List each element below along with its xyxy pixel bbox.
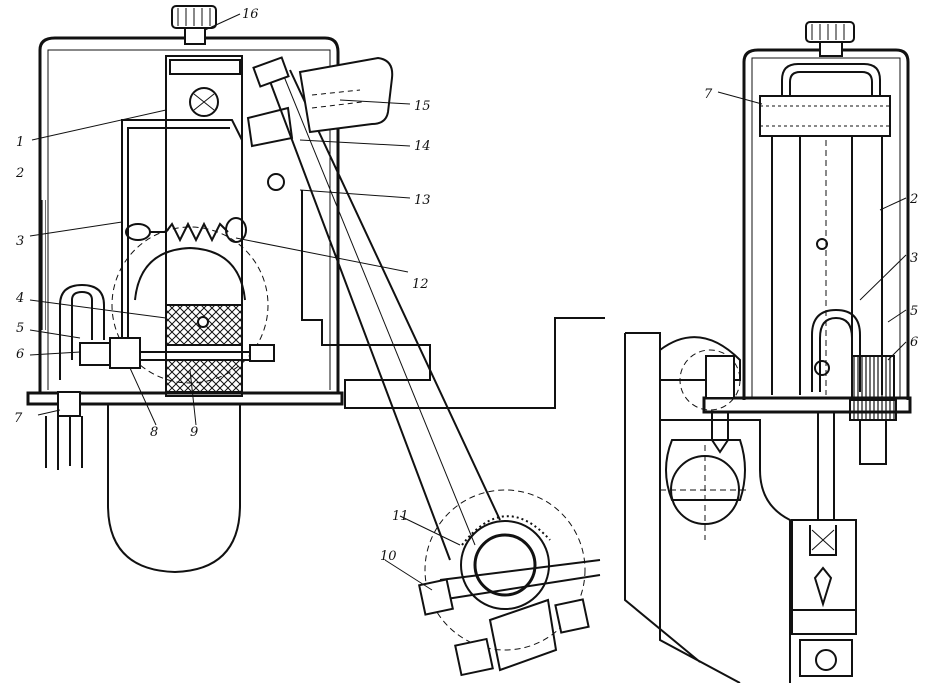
body-casting bbox=[624, 332, 741, 684]
label-r7: 7 bbox=[704, 87, 713, 102]
label-7: 7 bbox=[14, 411, 23, 426]
right-base-plate bbox=[702, 396, 912, 414]
label-6: 6 bbox=[16, 347, 24, 362]
right-terminal-block bbox=[851, 355, 895, 399]
left-terminal bbox=[79, 342, 111, 366]
bottom-nut bbox=[799, 639, 853, 677]
spring-anchor-right bbox=[225, 217, 247, 243]
label-14: 14 bbox=[414, 139, 431, 154]
central-column bbox=[165, 55, 243, 397]
adjust-screw bbox=[711, 412, 729, 454]
lever-arm bbox=[267, 69, 501, 561]
lower-insulating-block bbox=[165, 359, 243, 393]
label-4: 4 bbox=[15, 291, 24, 306]
label-15: 15 bbox=[414, 99, 431, 114]
label-r6: 6 bbox=[910, 335, 918, 350]
lower-housing-bulb bbox=[107, 405, 241, 574]
label-3: 3 bbox=[16, 234, 24, 249]
right-view bbox=[624, 21, 912, 684]
mounting-outline bbox=[301, 190, 605, 409]
label-2: 2 bbox=[15, 166, 24, 181]
left-view bbox=[26, 5, 605, 677]
label-r3: 3 bbox=[910, 251, 918, 266]
column-top-block bbox=[169, 59, 241, 75]
cam-arc bbox=[134, 246, 246, 301]
contact-nut bbox=[109, 337, 141, 369]
knob-stem bbox=[184, 27, 206, 45]
label-11: 11 bbox=[392, 509, 409, 524]
clamp-jaw bbox=[488, 598, 558, 672]
lever-grip bbox=[298, 56, 394, 134]
label-r2: 2 bbox=[909, 192, 918, 207]
cam-profile bbox=[659, 336, 741, 381]
label-9: 9 bbox=[190, 425, 198, 440]
push-rod bbox=[817, 412, 835, 520]
arch-contact bbox=[811, 308, 861, 392]
cable-gland bbox=[57, 391, 81, 417]
shaft-bore bbox=[473, 533, 537, 597]
side-strip bbox=[40, 200, 46, 330]
lower-coupling bbox=[791, 519, 857, 611]
leader-lines-left bbox=[29, 13, 461, 591]
right-left-nut bbox=[705, 355, 735, 399]
lever-tab bbox=[252, 56, 290, 88]
clamp-nut-bottom bbox=[454, 637, 494, 677]
label-5: 5 bbox=[16, 321, 24, 336]
cable-leads bbox=[45, 416, 83, 470]
knob-knurl bbox=[177, 8, 211, 26]
label-10: 10 bbox=[380, 549, 397, 564]
label-1: 1 bbox=[16, 135, 24, 150]
cross-pin bbox=[759, 95, 891, 137]
body-window bbox=[665, 439, 746, 501]
label-8: 8 bbox=[150, 425, 158, 440]
column-pivot bbox=[189, 87, 219, 117]
hub-pitch-circle bbox=[424, 489, 586, 651]
leader-lines-right bbox=[717, 91, 907, 361]
bracket-arm bbox=[121, 119, 243, 345]
clip-ring bbox=[267, 173, 285, 191]
part-labels: 16 1 2 3 4 5 6 7 8 9 10 11 12 13 14 15 7… bbox=[14, 7, 918, 564]
outer-rail bbox=[771, 136, 883, 395]
label-r5: 5 bbox=[910, 304, 918, 319]
clamp-nut-right bbox=[554, 598, 590, 634]
tension-spring bbox=[150, 221, 229, 243]
label-13: 13 bbox=[414, 193, 431, 208]
body-inner-contour bbox=[660, 419, 791, 683]
terminal-stud bbox=[859, 419, 887, 465]
label-12: 12 bbox=[412, 277, 429, 292]
inner-casing bbox=[47, 49, 331, 390]
right-terminal bbox=[249, 344, 275, 362]
label-16: 16 bbox=[242, 7, 259, 22]
spring-hook-left bbox=[125, 223, 151, 241]
u-bracket bbox=[781, 63, 881, 120]
lever-clamp bbox=[246, 106, 294, 148]
hub-outer bbox=[460, 520, 550, 610]
clamp-bolt-left bbox=[418, 578, 454, 616]
hub-slit bbox=[439, 559, 601, 601]
right-top-knob bbox=[805, 21, 855, 43]
flex-loop bbox=[59, 283, 105, 380]
